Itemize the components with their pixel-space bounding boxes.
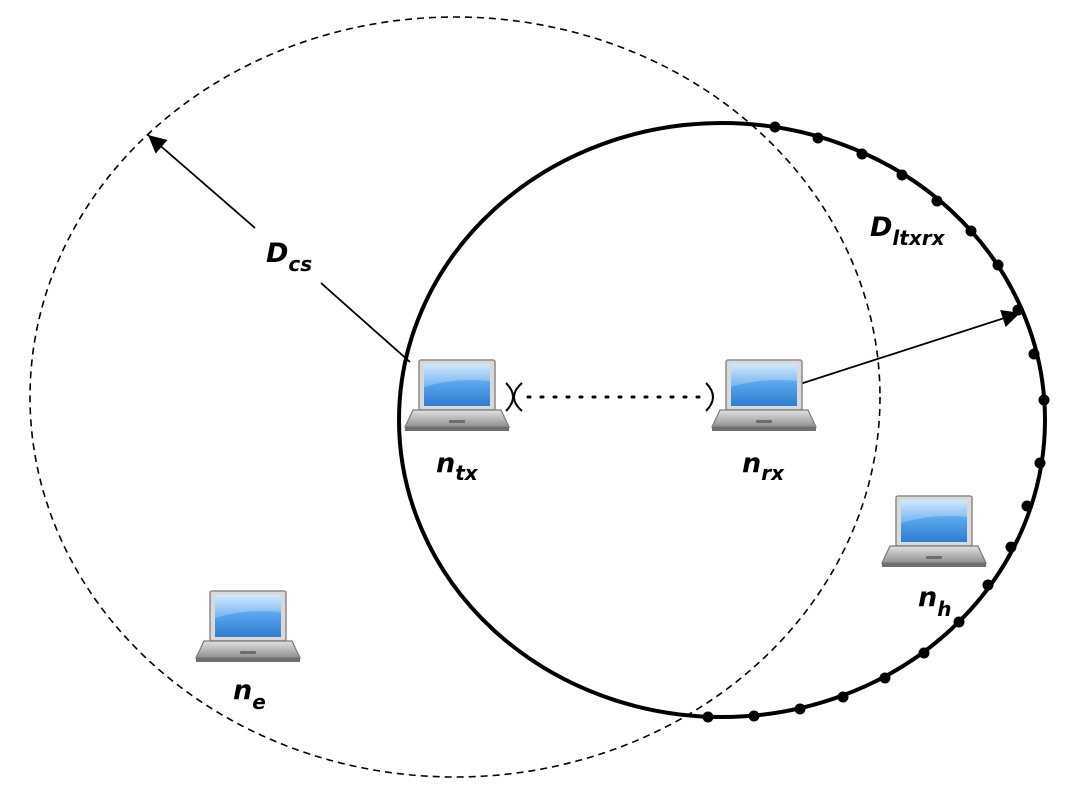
label-n-tx: ntx [436, 448, 479, 485]
label-n-h: nh [918, 582, 951, 621]
laptop-icon [711, 359, 817, 432]
laptop-icon [195, 590, 301, 663]
carrier-sense-range-circle [29, 16, 881, 778]
carrier-sense-radius-arrow [147, 134, 411, 363]
tx-rx-link [505, 382, 714, 412]
laptop-icon [404, 359, 510, 432]
label-n-rx: nrx [742, 448, 785, 485]
laptop-icon [881, 495, 987, 568]
label-d-ltxrx: Dltxrx [870, 212, 946, 250]
interference-radius-arrow [799, 309, 1021, 385]
label-d-cs: Dcs [266, 238, 312, 276]
interference-range-circle [397, 121, 1047, 719]
label-n-e: ne [233, 675, 266, 714]
boundary-dots [702, 121, 1050, 723]
